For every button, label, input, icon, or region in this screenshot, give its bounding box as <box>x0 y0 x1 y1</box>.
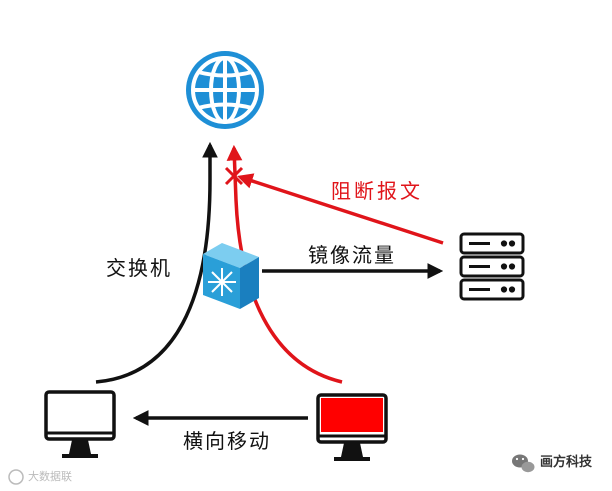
normal-computer-icon <box>44 390 116 458</box>
switch-label: 交换机 <box>106 256 172 280</box>
watermark-logo-icon <box>8 469 24 485</box>
infected-computer-icon <box>316 393 388 461</box>
wechat-icon <box>512 454 535 473</box>
watermark-text: 大数据联 <box>28 470 72 483</box>
mirror-traffic-label: 镜像流量 <box>308 243 396 267</box>
lateral-movement-label: 横向移动 <box>183 429 271 453</box>
attack-traffic-path <box>226 144 343 384</box>
block-message-arrow <box>237 173 444 245</box>
internet-globe-icon <box>186 51 264 129</box>
switch-icon <box>203 243 259 309</box>
block-message-label: 阻断报文 <box>331 179 423 203</box>
normal-traffic-path <box>95 141 218 384</box>
server-icon <box>459 232 525 301</box>
brand-name: 画方科技 <box>540 455 593 470</box>
